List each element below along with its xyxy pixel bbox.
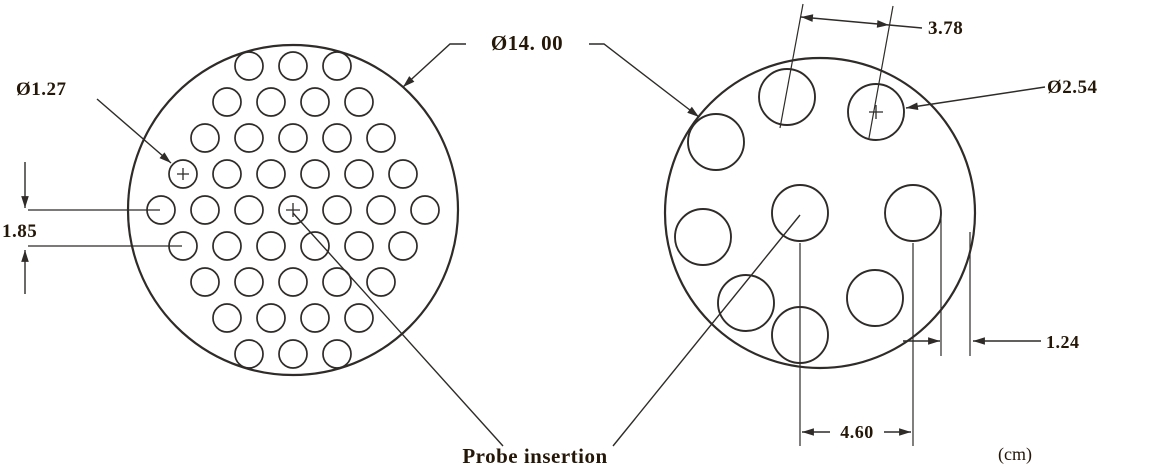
- small-hole: [256, 159, 286, 189]
- small-hole: [234, 51, 264, 81]
- small-hole: [388, 231, 418, 261]
- probe-center-cross: [286, 203, 300, 217]
- small-hole: [300, 303, 330, 333]
- large-hole: [771, 184, 829, 242]
- row-spacing-label: 1.85: [2, 221, 37, 242]
- probe-insertion-label: Probe insertion: [462, 444, 607, 468]
- small-hole: [190, 123, 220, 153]
- large-hole-center-cross: [869, 105, 883, 119]
- left-plate: [126, 43, 460, 377]
- small-hole: [322, 267, 352, 297]
- small-hole: [388, 159, 418, 189]
- small-hole: [410, 195, 440, 225]
- small-hole: [234, 195, 264, 225]
- top-spacing-extension-left: [779, 3, 804, 129]
- probe-insertion-leader-right: [612, 214, 801, 447]
- small-hole: [366, 267, 396, 297]
- large-hole: [846, 269, 904, 327]
- small-hole: [322, 123, 352, 153]
- large-hole: [758, 68, 816, 126]
- small-hole: [278, 339, 308, 369]
- dimension-annotations: Ø14. 00 Ø1.27 1.85 3.78 Ø2.54 1.: [2, 3, 1098, 468]
- small-hole: [322, 339, 352, 369]
- top-spacing-dimension-line: [800, 14, 890, 28]
- small-hole: [212, 303, 242, 333]
- plate-diameter-label: Ø14. 00: [491, 31, 563, 55]
- small-hole: [256, 87, 286, 117]
- small-hole: [366, 195, 396, 225]
- top-spacing-extension-right: [868, 5, 894, 139]
- right-plate: [663, 56, 977, 370]
- small-hole: [366, 123, 396, 153]
- small-hole: [344, 87, 374, 117]
- small-hole: [300, 159, 330, 189]
- large-hole: [717, 274, 775, 332]
- small-hole: [234, 339, 264, 369]
- small-hole: [234, 267, 264, 297]
- small-hole: [344, 231, 374, 261]
- small-hole: [234, 123, 264, 153]
- small-hole: [190, 267, 220, 297]
- small-hole: [278, 123, 308, 153]
- marked-small-hole-cross: [177, 168, 189, 180]
- small-hole: [256, 303, 286, 333]
- edge-distance-label: 1.24: [1046, 332, 1080, 352]
- small-hole: [322, 195, 352, 225]
- center-distance-label: 4.60: [840, 422, 874, 442]
- small-hole: [212, 87, 242, 117]
- plate-diameter-leader-left: [402, 43, 466, 88]
- units-label: (cm): [998, 444, 1032, 465]
- large-hole: [687, 113, 745, 171]
- large-hole: [884, 184, 942, 242]
- small-hole: [278, 51, 308, 81]
- small-hole: [300, 231, 330, 261]
- large-hole-diameter-label: Ø2.54: [1047, 77, 1098, 98]
- left-plate-holes: [146, 51, 440, 369]
- small-hole: [300, 87, 330, 117]
- small-hole: [190, 195, 220, 225]
- small-hole: [322, 51, 352, 81]
- top-spacing-label: 3.78: [928, 18, 963, 39]
- probe-insertion-leader-left: [292, 212, 504, 447]
- plate-diameter-leader-right: [589, 43, 700, 118]
- small-hole: [256, 231, 286, 261]
- large-hole: [674, 208, 732, 266]
- top-spacing-dimension-tail: [888, 24, 923, 29]
- small-hole-leader: [96, 98, 172, 164]
- small-hole: [344, 159, 374, 189]
- small-hole: [278, 267, 308, 297]
- small-hole-diameter-label: Ø1.27: [16, 79, 67, 100]
- small-hole: [212, 159, 242, 189]
- large-hole-leader: [905, 86, 1046, 110]
- small-hole: [344, 303, 374, 333]
- small-hole: [212, 231, 242, 261]
